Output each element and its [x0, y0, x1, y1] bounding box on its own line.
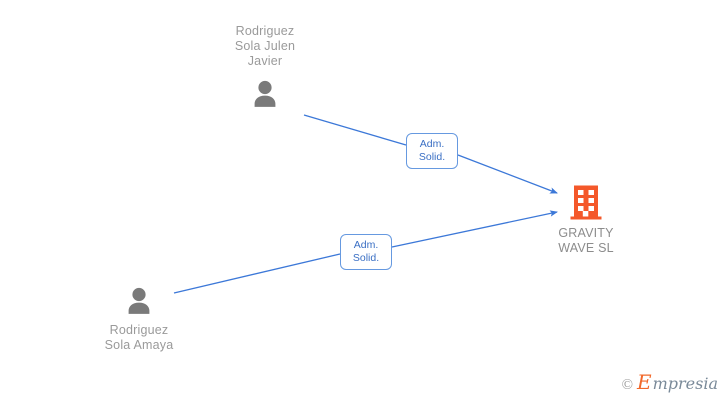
edge-label-line1: Adm. [419, 138, 445, 150]
empresia-logo-text: mpresia [652, 374, 718, 393]
company-node-gravity-wave[interactable]: GRAVITY WAVE SL [511, 184, 661, 256]
edge-label-line2: Solid. [352, 252, 380, 264]
person-label-julen: Rodriguez Sola Julen Javier [234, 24, 296, 68]
person-node-julen[interactable]: Rodriguez Sola Julen Javier [190, 24, 340, 110]
edge-label-line1: Adm. [353, 239, 379, 251]
edge-label-line2: Solid. [418, 151, 446, 163]
empresia-watermark: © E mpresia [622, 372, 718, 394]
company-label: GRAVITY WAVE SL [558, 226, 614, 255]
edge-line-top-right [457, 154, 558, 194]
edge-line-bottom-right [391, 210, 558, 248]
copyright-icon: © [621, 377, 633, 393]
edge-label-adm-solid-top[interactable]: Adm. Solid. [406, 133, 458, 169]
person-label-amaya: Rodriguez Sola Amaya [104, 323, 174, 352]
edge-label-adm-solid-bottom[interactable]: Adm. Solid. [340, 234, 392, 270]
person-icon[interactable] [123, 285, 155, 317]
building-icon[interactable] [569, 184, 603, 220]
person-node-amaya[interactable]: Rodriguez Sola Amaya [64, 285, 214, 353]
edge-line-bottom-left [173, 253, 341, 294]
empresia-logo-initial: E [636, 370, 652, 394]
person-icon[interactable] [249, 78, 281, 110]
edge-line-top-left [303, 114, 407, 146]
